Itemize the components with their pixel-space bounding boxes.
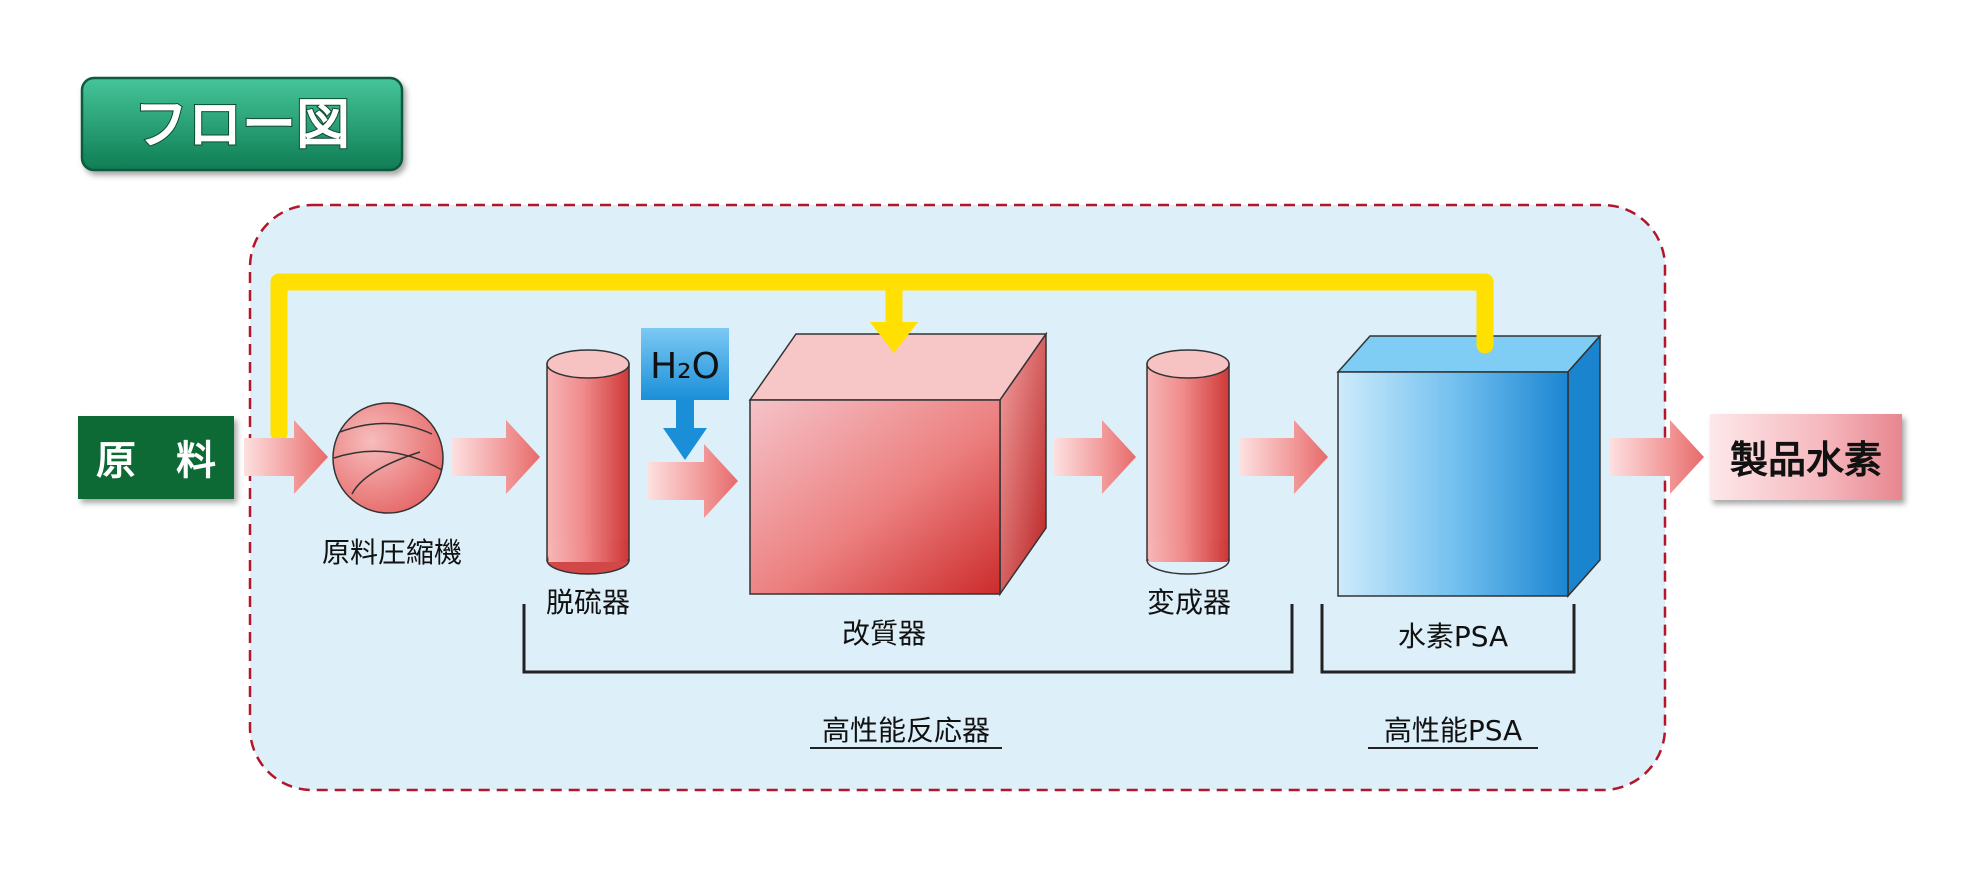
- arrow-to-psa: [1240, 420, 1328, 494]
- title-badge: フロー図: [80, 76, 404, 172]
- psa-unit: [1336, 334, 1602, 598]
- shift-converter: [1146, 349, 1230, 575]
- arrow-to-compressor: [244, 420, 328, 494]
- psa-bracket: [1320, 604, 1576, 674]
- reformer: [748, 331, 1048, 597]
- arrow-to-desulfurizer: [452, 420, 540, 494]
- psa-label: 水素PSA: [1398, 620, 1508, 653]
- output-label: 製品水素: [1730, 438, 1882, 482]
- input-box: 原 料: [78, 416, 234, 499]
- reformer-label: 改質器: [842, 617, 926, 650]
- compressor: [332, 402, 444, 514]
- reactor-group-label: 高性能反応器: [822, 714, 990, 747]
- desulfurizer: [546, 349, 630, 575]
- shift-converter-label: 変成器: [1147, 586, 1231, 619]
- psa-group-label: 高性能PSA: [1384, 714, 1522, 747]
- compressor-label: 原料圧縮機: [322, 536, 462, 569]
- water-input: H₂O: [641, 328, 729, 460]
- arrow-to-reformer: [648, 444, 738, 518]
- input-label: 原 料: [96, 438, 216, 484]
- desulfurizer-label: 脱硫器: [546, 586, 630, 619]
- flow-arrows: [244, 420, 1704, 518]
- product-box: 製品水素: [1710, 414, 1902, 500]
- arrow-to-product: [1610, 420, 1704, 494]
- water-label: H₂O: [650, 346, 720, 387]
- reactor-bracket: [522, 604, 1294, 674]
- diagram-title: フロー図: [134, 93, 350, 156]
- arrow-to-shift-converter: [1054, 420, 1136, 494]
